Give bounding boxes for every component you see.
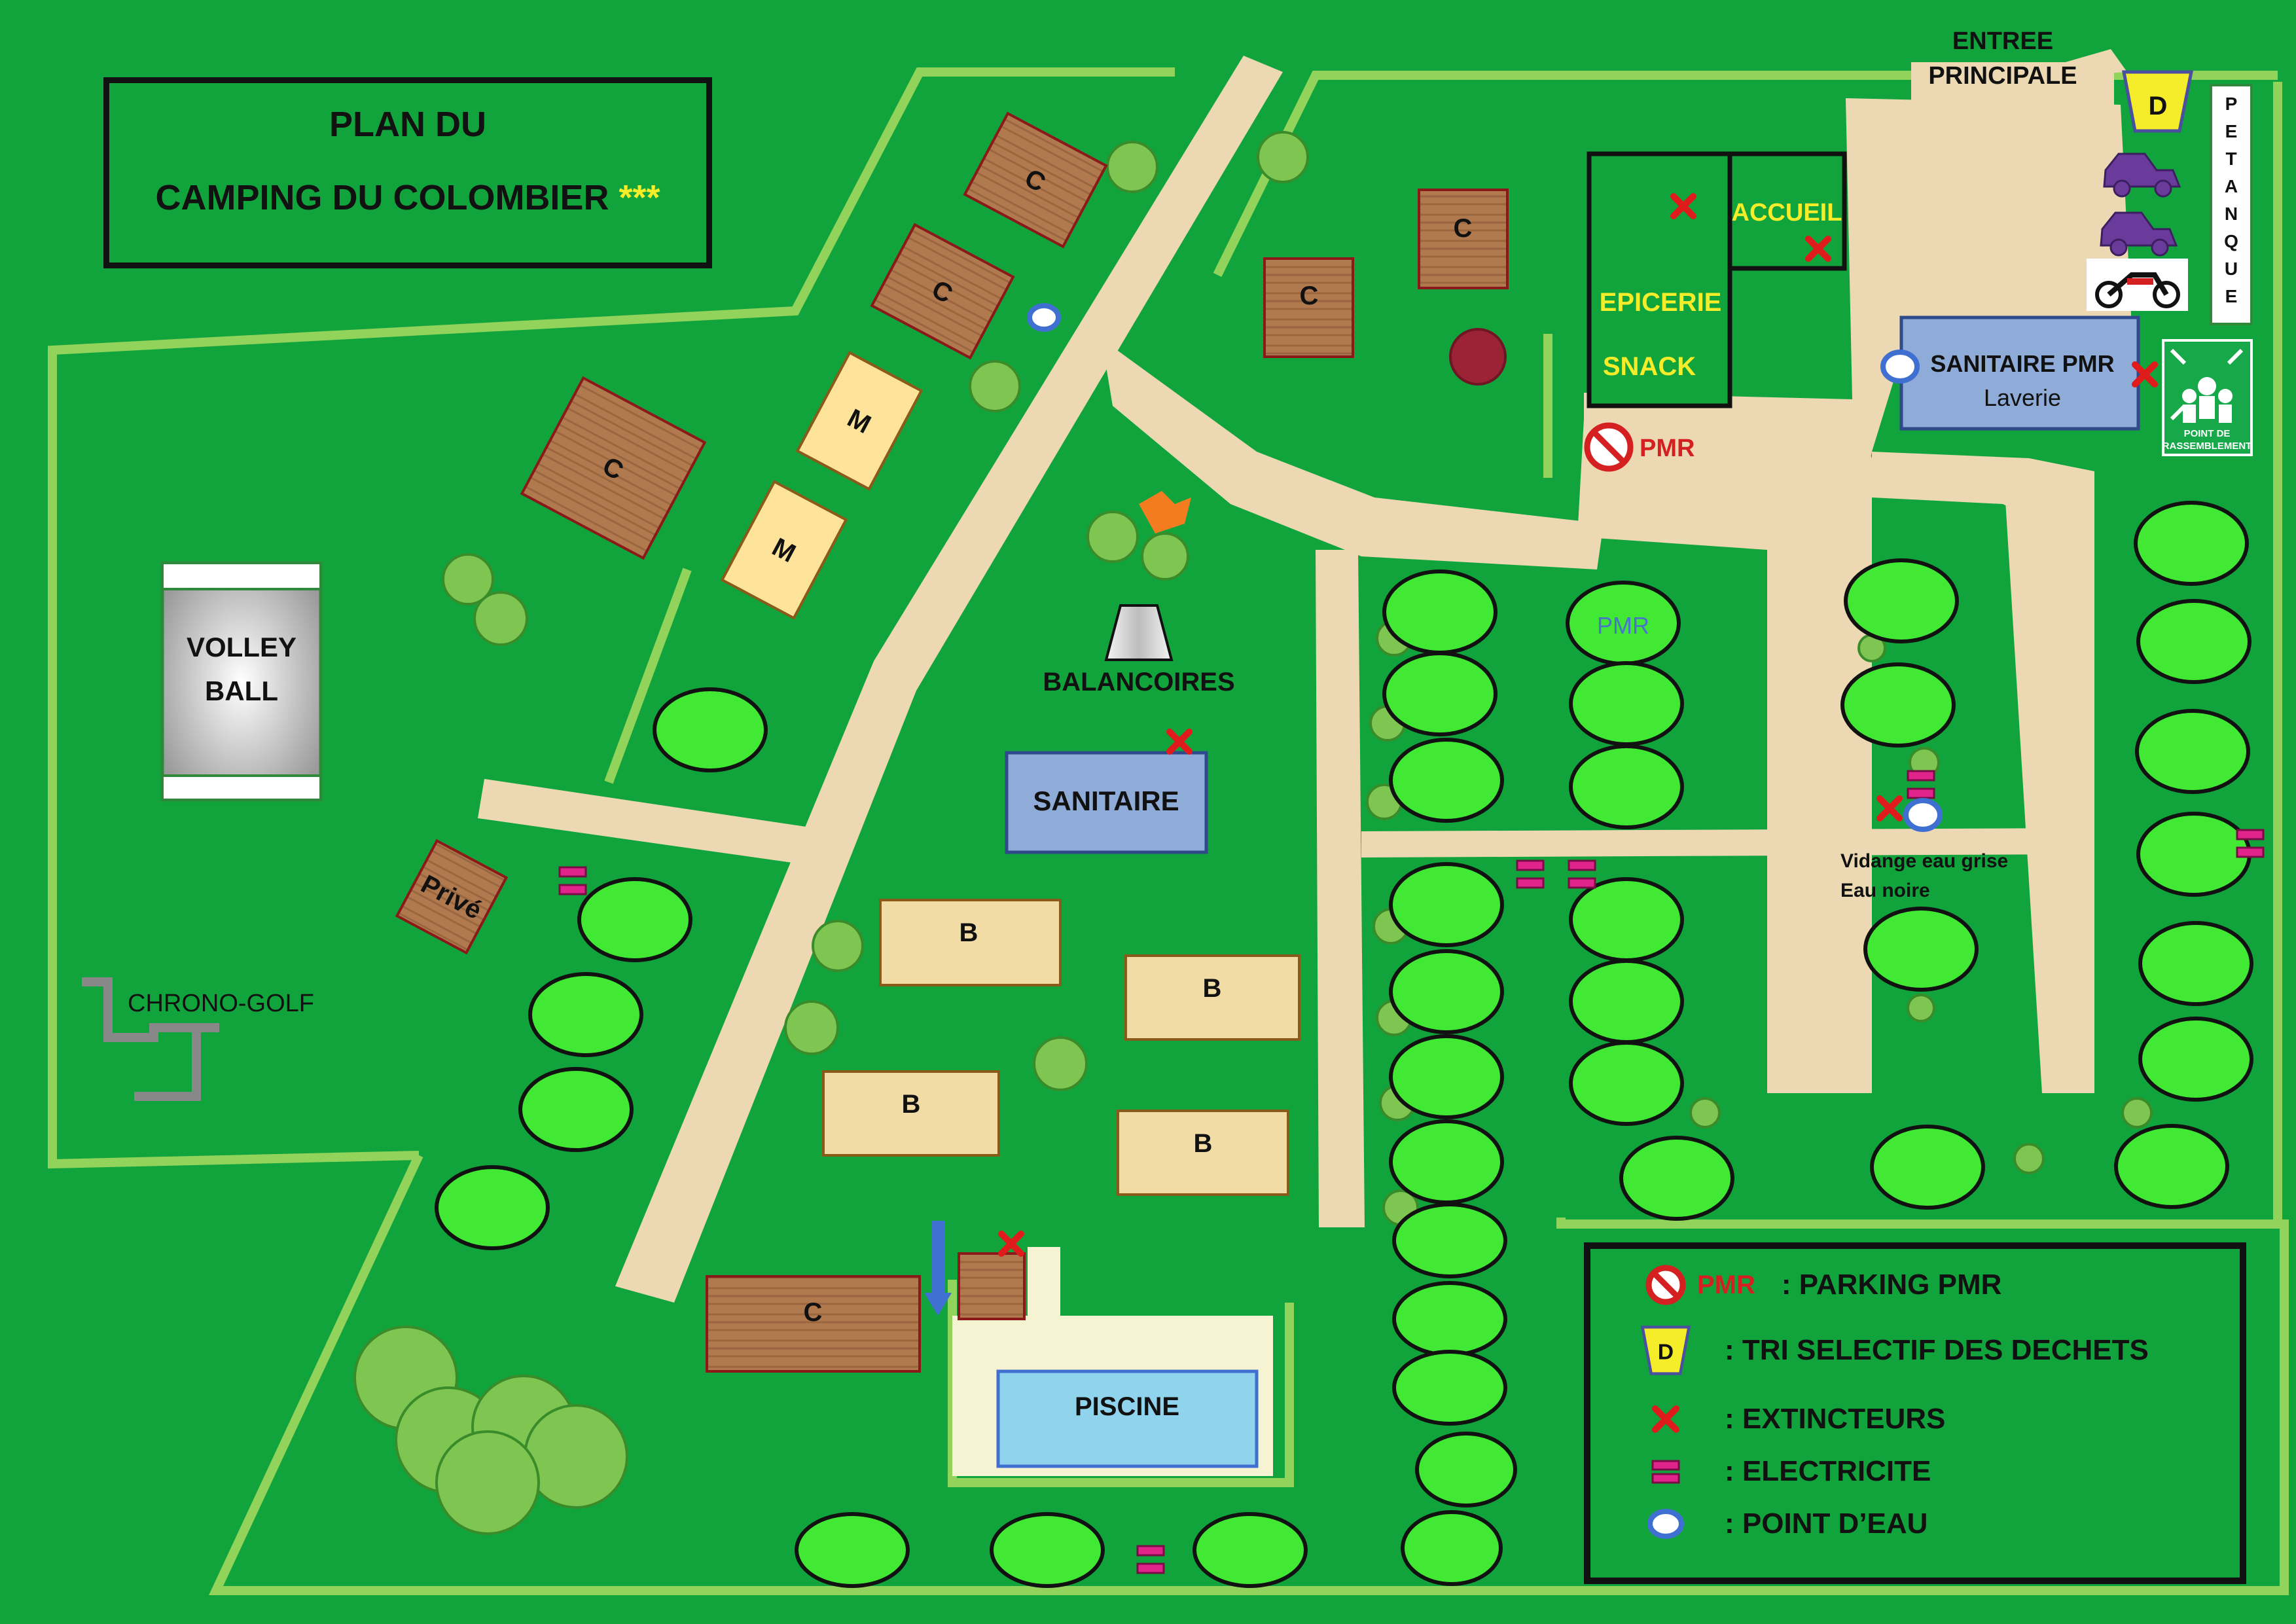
petanque-letter: P	[2225, 94, 2238, 114]
legend-pmr-text: : PARKING PMR	[1781, 1269, 2002, 1301]
sanitary-block: SANITAIRE	[1005, 751, 1208, 854]
extinguisher-icon	[1640, 1396, 1692, 1442]
legend-item-electricity: : ELECTRICITE	[1590, 1449, 1931, 1494]
cabins-b: B B B B	[822, 899, 1300, 1196]
pool-area: PISCINE	[952, 1247, 1273, 1476]
entrance-label-1: ENTREE	[1952, 27, 2053, 55]
map-title: PLAN DU CAMPING DU COLOMBIER ***	[103, 77, 712, 268]
volley-label-1: VOLLEY	[187, 632, 296, 662]
camping-pitches	[435, 501, 2253, 1588]
cabin-b-label: B	[1203, 974, 1222, 1003]
title-line-1: PLAN DU	[329, 105, 486, 144]
assembly-label-2: RASSEMBLEMENT	[2162, 441, 2252, 452]
laundry-label: Laverie	[1984, 384, 2061, 411]
cabins-c: C C C Privé C C C	[395, 111, 1509, 1373]
volley-ball-court: VOLLEY BALL	[160, 561, 323, 802]
snack-label: SNACK	[1603, 352, 1696, 381]
sanitary-pmr-label: SANITAIRE PMR	[1930, 350, 2114, 377]
drain-black-water-label: Eau noire	[1840, 880, 1930, 901]
petanque-letter: A	[2225, 176, 2238, 196]
cabin-c-label: C	[804, 1298, 823, 1327]
legend-item-waste: D : TRI SELECTIF DES DECHETS	[1590, 1326, 2149, 1375]
paths	[478, 49, 2134, 1303]
no-parking-icon	[1640, 1262, 1692, 1308]
flower-bush	[1449, 328, 1507, 386]
pmr-pitch-label: PMR	[1597, 612, 1649, 639]
electricity-icon	[1640, 1449, 1692, 1494]
legend-waste-tag: D	[1658, 1339, 1674, 1364]
petanque-letter: Q	[2224, 231, 2238, 251]
title-line-2: CAMPING DU COLOMBIER ***	[109, 177, 706, 218]
swings-label: BALANCOIRES	[1043, 668, 1234, 696]
extinguisher-markers	[998, 193, 2158, 1257]
pmr-parking-label: PMR	[1640, 435, 1695, 462]
cabin-b-label: B	[902, 1090, 921, 1119]
petanque-letter: U	[2225, 259, 2238, 279]
legend-pmr-tag: PMR	[1697, 1270, 1755, 1299]
title-name: CAMPING DU COLOMBIER	[155, 178, 609, 217]
petanque-letter: E	[2225, 286, 2238, 306]
down-arrow-icon	[924, 1221, 952, 1316]
motorbike-icon	[2087, 259, 2188, 311]
legend-item-water: : POINT D’EAU	[1590, 1501, 1928, 1547]
water-point-markers	[1027, 303, 1943, 832]
orange-bush	[1139, 491, 1191, 533]
pool-label: PISCINE	[1075, 1392, 1179, 1421]
swings: BALANCOIRES	[1043, 604, 1235, 696]
bushes	[353, 131, 2153, 1535]
legend-waste-text: : TRI SELECTIF DES DECHETS	[1725, 1334, 2149, 1366]
legend-item-pmr: PMR : PARKING PMR	[1590, 1262, 2001, 1308]
accessible-sanitary: SANITAIRE PMR Laverie	[1899, 316, 2140, 431]
petanque-letter: N	[2225, 204, 2238, 224]
entrance-label-2: PRINCIPALE	[1928, 62, 2077, 90]
legend-extinguisher-text: : EXTINCTEURS	[1725, 1403, 1946, 1435]
cabin-b-label: B	[1194, 1129, 1213, 1158]
waste-sorting-icon: D	[2121, 70, 2194, 133]
car-icon	[2100, 211, 2178, 257]
waste-sorting-icon: D	[1640, 1326, 1692, 1375]
pmr-parking-sign: PMR	[1584, 422, 1695, 472]
cabins-m: M M	[720, 351, 924, 620]
accueil-label: ACCUEIL	[1732, 199, 1842, 226]
map-legend: PMR : PARKING PMR D : TRI SELECTIF DES D…	[1584, 1242, 2246, 1584]
chrono-golf-label: CHRONO-GOLF	[128, 990, 314, 1017]
volley-label-2: BALL	[205, 676, 278, 706]
chrono-golf: CHRONO-GOLF	[82, 977, 314, 1101]
legend-electricity-text: : ELECTRICITE	[1725, 1455, 1931, 1487]
petanque-letter: T	[2225, 149, 2236, 169]
cabin-c-label: C	[1300, 281, 1319, 310]
petanque-letter: E	[2225, 121, 2238, 141]
cabin-b-label: B	[960, 918, 978, 947]
shop-reception: ACCUEIL EPICERIE SNACK	[1587, 151, 1847, 408]
electricity-markers	[558, 770, 2265, 1574]
epicerie-label: EPICERIE	[1600, 288, 1722, 317]
waste-label: D	[2149, 92, 2168, 120]
car-icon	[2103, 153, 2181, 198]
legend-water-text: : POINT D’EAU	[1725, 1507, 1928, 1540]
assembly-point-icon: POINT DE RASSEMBLEMENT	[2162, 339, 2253, 456]
drain-grey-water-label: Vidange eau grise	[1840, 850, 2008, 872]
assembly-label-1: POINT DE	[2184, 428, 2231, 439]
sanitary-label: SANITAIRE	[1033, 785, 1179, 816]
legend-item-extinguisher: : EXTINCTEURS	[1590, 1396, 1945, 1442]
water-point-icon	[1640, 1501, 1692, 1547]
title-stars: ***	[619, 178, 660, 217]
cabin-c-label: C	[1454, 214, 1473, 243]
